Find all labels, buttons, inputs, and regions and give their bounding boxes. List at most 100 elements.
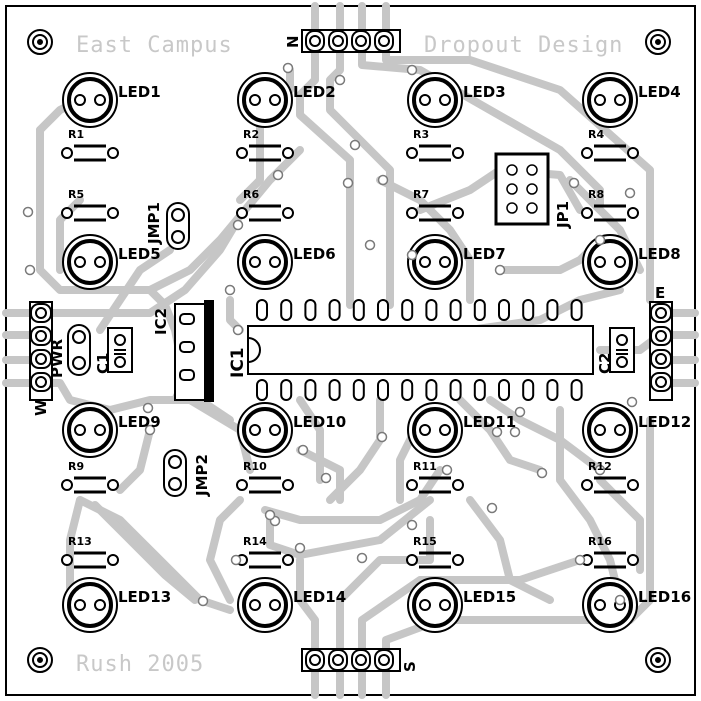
resistor-footprint — [581, 144, 639, 162]
resistor-footprint — [61, 551, 119, 569]
led-label: LED13 — [118, 588, 172, 606]
ic1-pin — [304, 379, 317, 401]
via — [334, 74, 346, 86]
via — [514, 406, 526, 418]
board-credit: Rush 2005 — [76, 652, 205, 677]
via — [144, 424, 156, 436]
ic1-pin — [401, 379, 414, 401]
led-footprint — [62, 402, 118, 458]
mounting-holes — [27, 29, 671, 673]
resistor-label: R6 — [243, 188, 260, 201]
capacitor-c2 — [609, 327, 635, 373]
resistor-footprint — [61, 144, 119, 162]
resistor-footprint — [406, 144, 464, 162]
pwr-label: PWR — [48, 338, 66, 378]
led-label: LED2 — [293, 83, 336, 101]
led-footprint — [407, 402, 463, 458]
jp1-label: JP1 — [554, 200, 572, 228]
ic1-pin — [256, 379, 268, 401]
led-footprint — [237, 402, 293, 458]
pwr-jumper — [67, 324, 91, 376]
connector-pin — [30, 372, 52, 392]
connector-west — [29, 301, 53, 401]
mounting-hole — [645, 29, 671, 55]
led-label: LED15 — [463, 588, 517, 606]
connector-pin — [328, 30, 348, 52]
led-footprint — [582, 402, 638, 458]
via — [377, 174, 389, 186]
via — [406, 249, 418, 261]
resistor-label: R8 — [588, 188, 605, 201]
via — [594, 464, 606, 476]
resistor-label: R4 — [588, 128, 605, 141]
ic1-chip — [247, 299, 594, 401]
led-label: LED4 — [638, 83, 681, 101]
resistor-label: R13 — [68, 535, 92, 548]
jp1-header — [494, 152, 550, 226]
connector-pin — [305, 649, 325, 671]
resistor-footprint — [61, 476, 119, 494]
resistor-footprint — [236, 551, 294, 569]
jmp2-label: JMP2 — [193, 454, 211, 496]
resistor-label: R3 — [413, 128, 430, 141]
via — [486, 502, 498, 514]
led-footprint — [62, 234, 118, 290]
via — [349, 139, 361, 151]
resistor-label: R11 — [413, 460, 437, 473]
connector-pin — [30, 303, 52, 323]
resistor-footprint — [406, 204, 464, 222]
via — [272, 169, 284, 181]
connector-pin — [351, 649, 371, 671]
connector-north — [301, 29, 401, 53]
resistor-label: R12 — [588, 460, 612, 473]
ic1-pin — [570, 299, 583, 321]
via — [320, 472, 332, 484]
via — [406, 519, 418, 531]
jmp1-label: JMP1 — [145, 202, 163, 244]
connector-south — [301, 648, 401, 672]
led-label: LED6 — [293, 245, 336, 263]
led-footprint — [237, 234, 293, 290]
led-label: LED3 — [463, 83, 506, 101]
via — [264, 509, 276, 521]
led-label: LED14 — [293, 588, 347, 606]
resistor-label: R5 — [68, 188, 85, 201]
resistor-label: R16 — [588, 535, 612, 548]
via — [406, 64, 418, 76]
led-label: LED10 — [293, 413, 347, 431]
led-footprint — [62, 72, 118, 128]
via — [232, 324, 244, 336]
via — [24, 264, 36, 276]
via — [342, 177, 354, 189]
led-footprint — [407, 72, 463, 128]
via — [22, 206, 34, 218]
via — [509, 426, 521, 438]
ic1-pin — [377, 379, 389, 401]
via — [297, 444, 309, 456]
ic1-pin — [570, 379, 583, 401]
resistor-footprint — [236, 476, 294, 494]
connector-pin — [30, 326, 52, 346]
led-footprint — [62, 577, 118, 633]
via — [294, 542, 306, 554]
ic1-pin — [352, 379, 365, 401]
via — [626, 396, 638, 408]
via — [282, 62, 294, 74]
ic1-pin — [328, 379, 341, 401]
led-footprint — [582, 577, 638, 633]
ic1-pin — [498, 379, 510, 401]
resistor-label: R7 — [413, 188, 430, 201]
led-label: LED12 — [638, 413, 692, 431]
led-footprint — [582, 234, 638, 290]
led-label: LED8 — [638, 245, 681, 263]
connector-pin — [374, 30, 394, 52]
led-label: LED9 — [118, 413, 161, 431]
resistor-footprint — [236, 144, 294, 162]
via — [356, 552, 368, 564]
via — [491, 426, 503, 438]
via — [536, 467, 548, 479]
connector-south-label: S — [401, 661, 419, 672]
resistor-footprint — [581, 204, 639, 222]
